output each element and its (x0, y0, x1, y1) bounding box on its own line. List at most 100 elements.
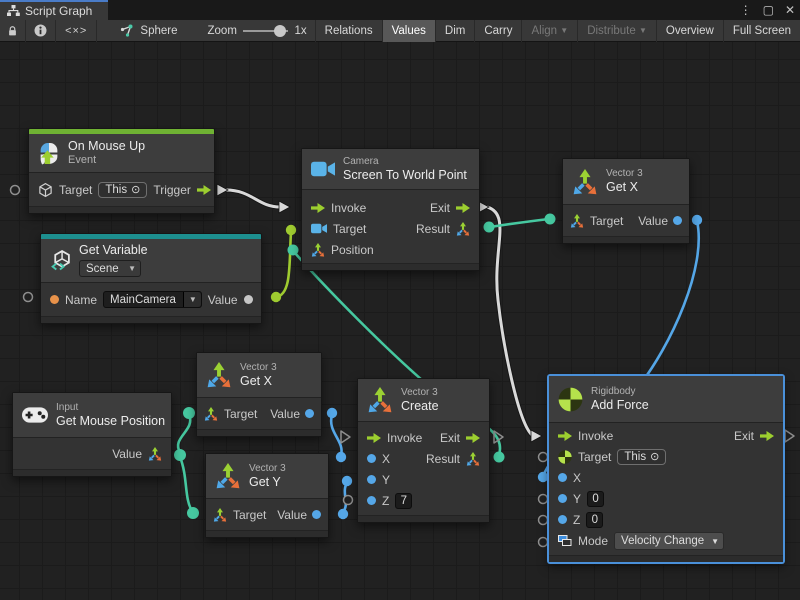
variable-scope-dropdown[interactable]: Scene▼ (79, 260, 141, 277)
distribute-dropdown[interactable]: Distribute ▼ (578, 19, 657, 42)
node-subtitle: Event (68, 154, 97, 166)
zoom-slider-knob[interactable] (274, 24, 287, 37)
lock-icon (8, 26, 17, 36)
graph-icon (120, 24, 134, 37)
value-port[interactable] (312, 510, 321, 519)
node-category: Rigidbody (591, 385, 636, 397)
flow-arrow-icon[interactable] (558, 430, 572, 441)
camera-port-icon[interactable] (311, 223, 327, 234)
node-footer (41, 316, 261, 323)
vector3-icon (572, 168, 598, 195)
node-get-variable[interactable]: Get Variable Scene▼ Name MainCamera▼ Val… (40, 233, 262, 324)
node-get-x[interactable]: Vector 3 Get X Target Value (196, 352, 322, 437)
vector3-port-icon[interactable] (213, 507, 227, 522)
tab-script-graph[interactable]: Script Graph (0, 0, 109, 20)
gamepad-icon (22, 407, 48, 423)
result-port-label: Result (425, 451, 460, 466)
variable-icon (51, 249, 70, 270)
x-port-label: X (382, 451, 391, 466)
target-port-label: Target (333, 221, 367, 236)
target-port-label: Target (233, 507, 267, 522)
z-value-field[interactable]: 7 (395, 492, 413, 509)
flow-arrow-icon[interactable] (456, 202, 470, 213)
target-port-label: Target (578, 449, 612, 464)
node-create-vector3[interactable]: Vector 3 Create Invoke Exit X Result Y (357, 378, 490, 523)
node-title: Create (401, 398, 439, 413)
node-footer (302, 263, 479, 270)
code-preview-button[interactable]: <×> (56, 19, 98, 42)
rigidbody-port-icon[interactable] (558, 449, 572, 464)
value-port[interactable] (673, 216, 682, 225)
value-port-label: Value (277, 507, 307, 522)
y-port[interactable] (558, 494, 567, 503)
info-button[interactable] (26, 19, 56, 42)
exit-port-label: Exit (733, 428, 754, 443)
vector3-icon (206, 362, 232, 388)
node-category: Vector 3 (249, 462, 286, 474)
flow-arrow-icon[interactable] (196, 184, 211, 195)
x-port[interactable] (558, 473, 567, 482)
vector3-icon[interactable] (456, 221, 470, 236)
camera-icon (311, 161, 335, 177)
y-port-label: Y (382, 472, 391, 487)
z-port[interactable] (558, 515, 567, 524)
x-port[interactable] (367, 454, 376, 463)
flow-arrow-icon[interactable] (466, 432, 480, 443)
values-button[interactable]: Values (382, 19, 436, 42)
vector3-port-icon[interactable] (570, 213, 584, 228)
value-port[interactable] (243, 295, 253, 304)
vector3-icon[interactable] (311, 242, 325, 257)
graph-toolbar: <×> Sphere Zoom 1x Relations Values Dim … (0, 19, 800, 42)
zoom-slider[interactable] (242, 24, 289, 37)
variable-name-dropdown[interactable]: MainCamera▼ (103, 291, 202, 308)
mode-dropdown[interactable]: Velocity Change▼ (614, 532, 725, 550)
vector3-port-icon[interactable] (204, 406, 218, 421)
window-menu-icon[interactable]: ⋮ (739, 3, 752, 17)
target-picker-icon: ⊙ (650, 450, 660, 463)
flow-arrow-icon[interactable] (367, 432, 381, 443)
z-port-label: Z (573, 512, 581, 527)
this-target-pill[interactable]: This⊙ (617, 448, 667, 465)
maximize-icon[interactable]: ▢ (762, 3, 774, 17)
node-get-mouse-position[interactable]: Input Get Mouse Position Value (12, 392, 172, 477)
info-icon (34, 24, 47, 37)
carry-button[interactable]: Carry (475, 19, 523, 42)
vector3-icon[interactable] (148, 446, 162, 461)
graph-picker[interactable]: Sphere (111, 20, 185, 42)
value-port-label: Value (112, 446, 142, 461)
node-add-force[interactable]: Rigidbody Add Force Invoke Exit Target T… (548, 375, 784, 563)
z-value-field[interactable]: 0 (586, 511, 604, 528)
full-screen-button[interactable]: Full Screen (732, 24, 791, 37)
dim-button[interactable]: Dim (436, 19, 476, 42)
this-target-pill[interactable]: This⊙ (98, 181, 148, 198)
node-category: Input (56, 401, 79, 413)
value-port[interactable] (305, 409, 314, 418)
variable-accent-bar (41, 234, 261, 239)
node-get-y[interactable]: Vector 3 Get Y Target Value (205, 453, 329, 538)
align-dropdown[interactable]: Align ▼ (522, 19, 579, 42)
node-screen-to-world-point[interactable]: Camera Screen To World Point Invoke Exit… (301, 148, 480, 271)
enum-icon[interactable] (558, 535, 572, 547)
vector3-icon[interactable] (466, 451, 480, 466)
target-port-label: Target (590, 213, 624, 228)
overview-button[interactable]: Overview (657, 19, 724, 42)
tab-bar: Script Graph ⋮ ▢ ✕ (0, 0, 800, 20)
node-title: Get Y (249, 474, 281, 489)
name-port[interactable] (50, 295, 59, 304)
target-port-label: Target (59, 182, 93, 197)
node-on-mouse-up[interactable]: On Mouse Up Event Target This⊙ Trigger (28, 128, 215, 214)
node-title: Screen To World Point (343, 167, 467, 182)
relations-button[interactable]: Relations (314, 19, 383, 42)
node-get-x-top[interactable]: Vector 3 Get X Target Value (562, 158, 690, 244)
z-port[interactable] (367, 496, 376, 505)
lock-button[interactable] (0, 19, 26, 42)
chevron-down-icon: ▼ (182, 292, 201, 307)
node-title: Get Variable (79, 243, 148, 257)
y-value-field[interactable]: 0 (587, 490, 605, 507)
chevron-down-icon: ▼ (711, 536, 720, 546)
y-port[interactable] (367, 475, 376, 484)
flow-arrow-icon[interactable] (760, 430, 774, 441)
invoke-port-label: Invoke (578, 428, 614, 443)
close-icon[interactable]: ✕ (784, 3, 795, 17)
flow-arrow-icon[interactable] (311, 202, 325, 213)
